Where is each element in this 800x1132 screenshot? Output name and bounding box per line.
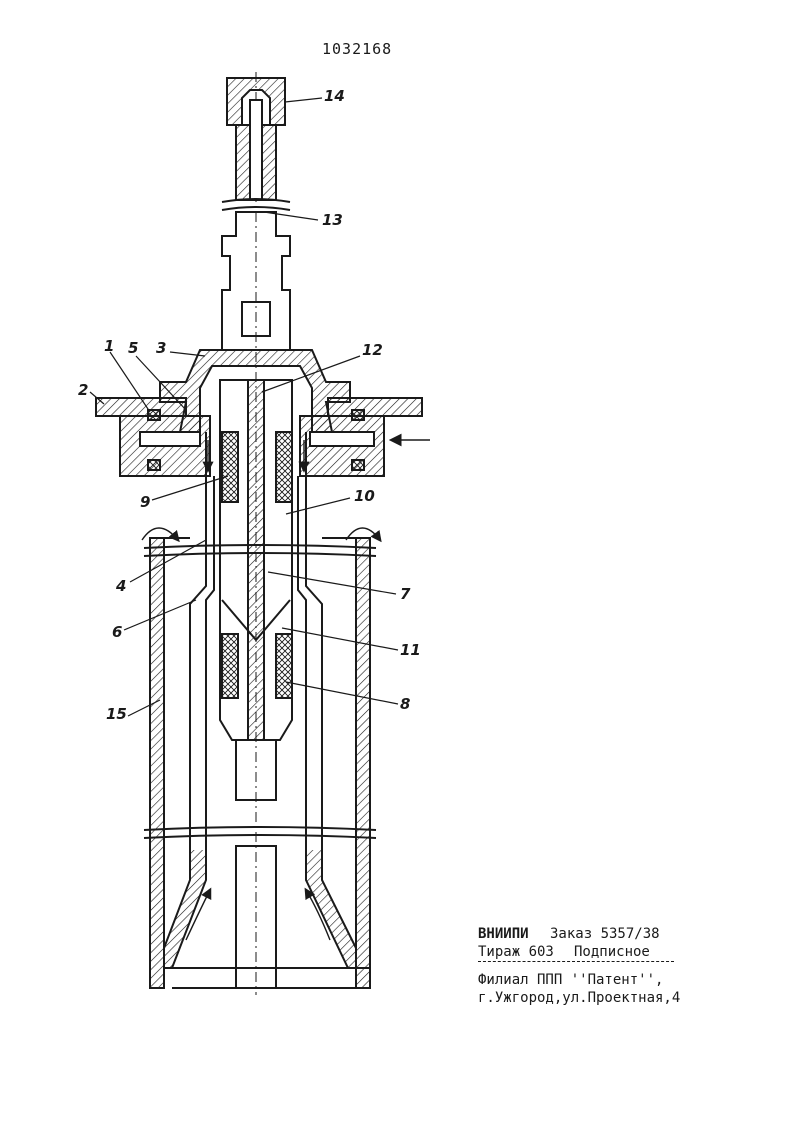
shaft-window xyxy=(241,301,271,337)
imprint-address: г.Ужгород,ул.Проектная,4 xyxy=(478,990,681,1006)
seal-right-lower xyxy=(351,459,365,471)
callout-9: 9 xyxy=(140,493,151,511)
shaft-break-top xyxy=(221,198,291,211)
casing-break-upper xyxy=(143,544,377,557)
central-column xyxy=(219,379,293,741)
flange-right xyxy=(327,397,423,417)
flange-left xyxy=(95,397,187,417)
diffuser-right xyxy=(305,850,357,969)
imprint-circulation: Тираж 603 xyxy=(478,944,554,960)
leader-3 xyxy=(169,351,206,357)
imprint-order: Заказ 5357/38 xyxy=(550,926,660,942)
seal-left-lower xyxy=(147,459,161,471)
leader-14 xyxy=(284,97,323,103)
diffuser-left xyxy=(163,850,207,969)
arrow-swirl-left xyxy=(141,527,180,543)
callout-2: 2 xyxy=(78,381,89,399)
callout-12: 12 xyxy=(362,341,383,359)
leader-7 xyxy=(267,571,397,595)
imprint-block: ВНИИПИ Заказ 5357/38 Тираж 603 Подписное… xyxy=(478,925,698,1035)
callout-1: 1 xyxy=(104,337,115,355)
leader-6 xyxy=(123,599,197,631)
leader-5 xyxy=(135,355,187,411)
arrow-swirl-right xyxy=(345,527,382,543)
leader-10 xyxy=(285,497,351,515)
bottom-base xyxy=(164,967,370,989)
callout-11: 11 xyxy=(400,641,421,659)
leader-13 xyxy=(263,211,319,221)
seal-left-upper xyxy=(147,409,161,421)
leader-4 xyxy=(129,539,207,583)
seal-right-upper xyxy=(351,409,365,421)
leader-11 xyxy=(281,627,399,651)
bearing-lower-left xyxy=(221,633,239,699)
callout-4: 4 xyxy=(116,577,127,595)
imprint-subscription: Подписное xyxy=(574,944,650,960)
callout-10: 10 xyxy=(354,487,375,505)
callout-13: 13 xyxy=(322,211,343,229)
leader-1 xyxy=(109,351,151,413)
outer-tube-left xyxy=(189,432,207,850)
arrow-diffuser-right xyxy=(304,887,331,941)
callout-3: 3 xyxy=(156,339,167,357)
casing-left-wall xyxy=(149,537,165,989)
arrow-diffuser-left xyxy=(185,887,212,941)
imprint-branch: Филиал ППП ''Патент'', xyxy=(478,972,664,988)
leader-12 xyxy=(261,355,361,393)
lower-shaft-section xyxy=(235,739,277,801)
bearing-upper-right xyxy=(275,431,293,503)
callout-8: 8 xyxy=(400,695,411,713)
leader-2 xyxy=(89,391,105,405)
leader-8 xyxy=(285,681,399,705)
bearing-upper-left xyxy=(221,431,239,503)
inner-tube-right xyxy=(297,476,307,850)
callout-14: 14 xyxy=(324,87,345,105)
callout-6: 6 xyxy=(112,623,123,641)
callout-15: 15 xyxy=(106,705,127,723)
inner-tube-left xyxy=(205,476,215,850)
callout-5: 5 xyxy=(128,339,139,357)
leader-9 xyxy=(151,475,229,501)
callout-7: 7 xyxy=(400,585,411,603)
leader-15 xyxy=(127,699,161,717)
imprint-divider xyxy=(478,961,674,962)
casing-break-lower xyxy=(143,826,377,839)
casing-right-wall xyxy=(355,537,371,989)
imprint-org: ВНИИПИ xyxy=(478,926,529,942)
outer-tube-right xyxy=(305,432,323,850)
bearing-lower-right xyxy=(275,633,293,699)
patent-number: 1032168 xyxy=(322,40,393,58)
flow-divider xyxy=(221,599,291,642)
